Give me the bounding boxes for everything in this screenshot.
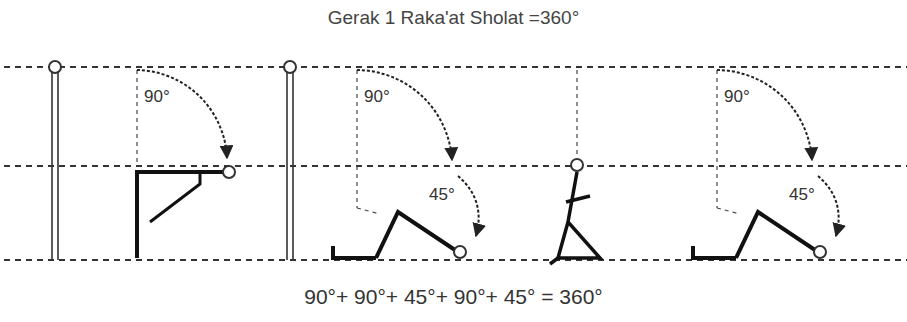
guide-lines xyxy=(4,67,907,260)
ruku-figure xyxy=(137,166,235,258)
diagram-title: Gerak 1 Raka'at Sholat =360° xyxy=(328,8,580,29)
angle-label: 45° xyxy=(428,186,456,205)
angle-label: 90° xyxy=(723,88,751,107)
equation-caption: 90°+ 90°+ 45°+ 90°+ 45° = 360° xyxy=(304,285,603,308)
angle-label: 45° xyxy=(788,186,816,205)
standing-figure xyxy=(49,61,296,260)
angle-label: 90° xyxy=(363,88,391,107)
rotation-arrow xyxy=(137,70,839,236)
sitting-figure xyxy=(550,159,600,264)
reference-lines xyxy=(137,70,740,214)
angle-label: 90° xyxy=(143,88,171,107)
